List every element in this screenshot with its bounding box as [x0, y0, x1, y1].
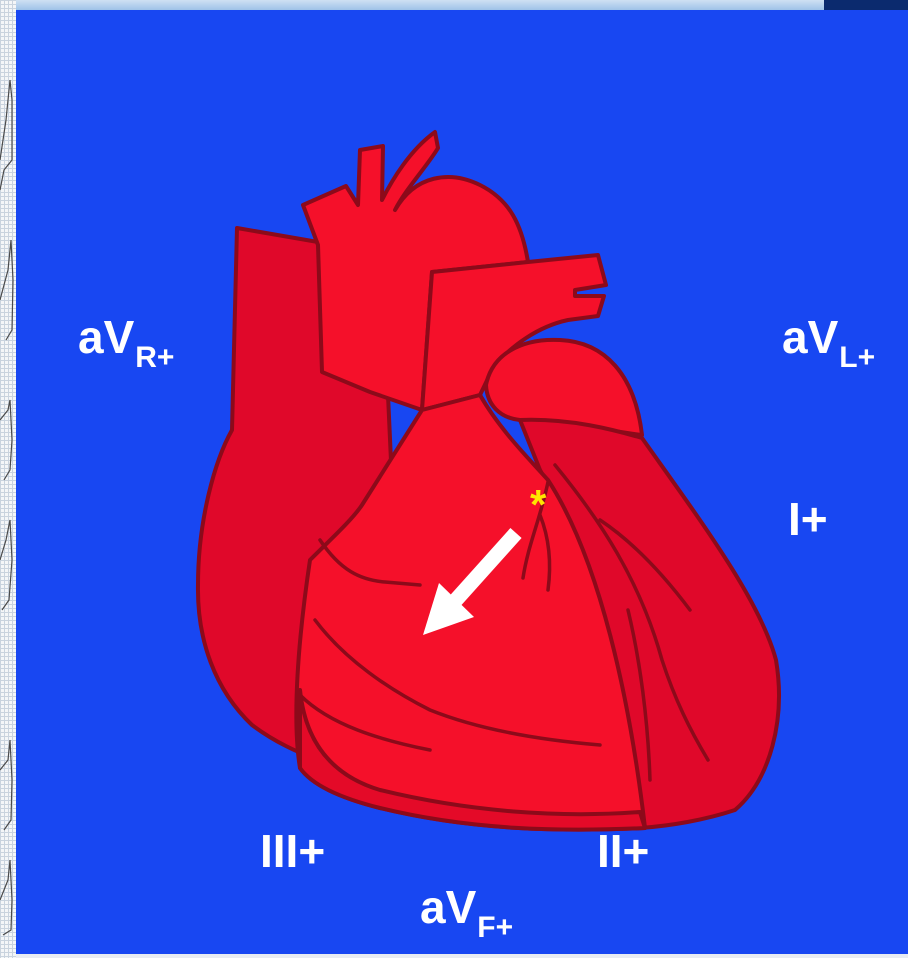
- avl-sub: L+: [839, 341, 875, 374]
- lead-iii-main: III+: [260, 825, 325, 877]
- label-avl: aVL+: [782, 314, 875, 360]
- label-lead-iii: III+: [260, 828, 325, 874]
- label-avr: aVR+: [78, 314, 174, 360]
- avr-sub: R+: [135, 341, 174, 374]
- avl-main: aV: [782, 311, 838, 363]
- label-lead-ii: II+: [597, 828, 649, 874]
- label-avf: aVF+: [420, 884, 513, 930]
- avf-main: aV: [420, 881, 476, 933]
- label-lead-i: I+: [788, 496, 828, 542]
- sa-node-marker-icon: *: [530, 484, 546, 526]
- avr-main: aV: [78, 311, 134, 363]
- lead-i-main: I+: [788, 493, 828, 545]
- avf-sub: F+: [477, 911, 513, 944]
- lead-ii-main: II+: [597, 825, 649, 877]
